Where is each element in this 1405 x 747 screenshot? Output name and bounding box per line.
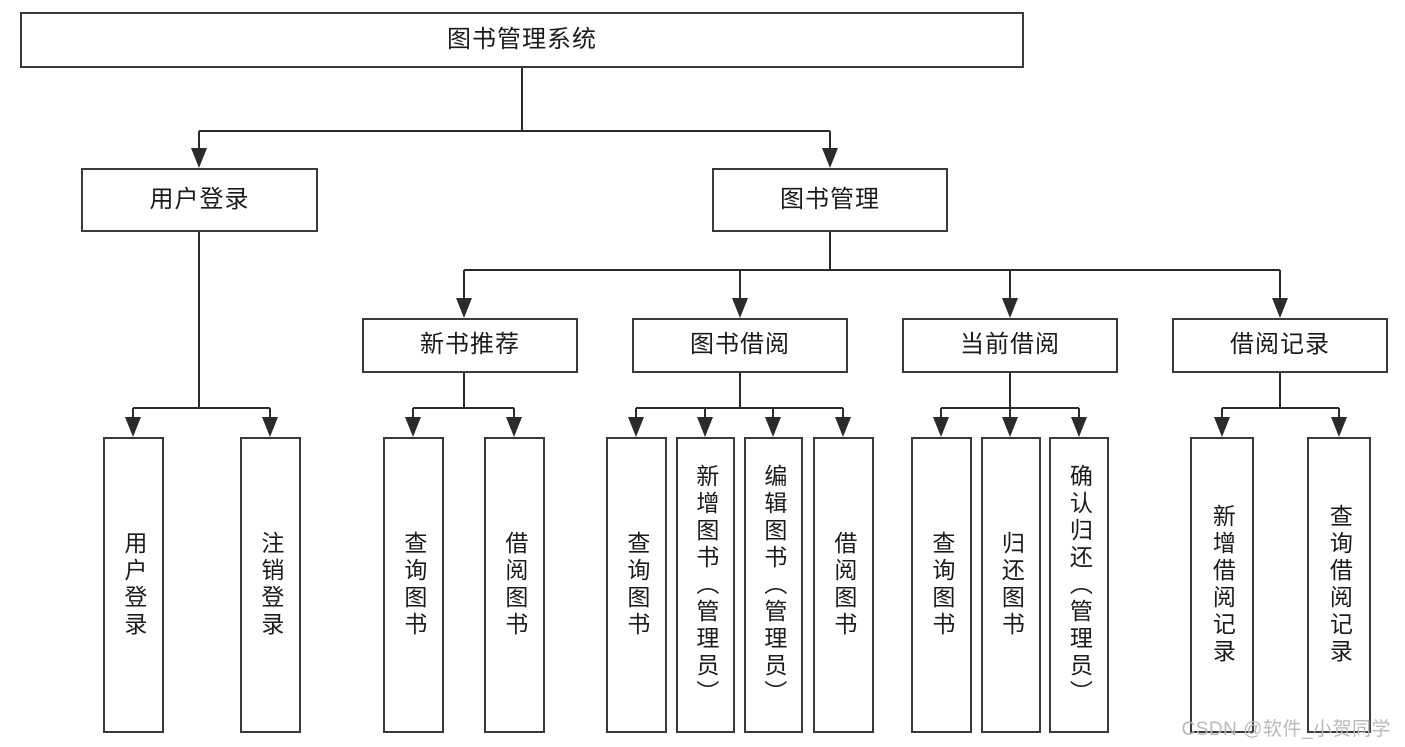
node-label: 当前借阅	[960, 331, 1060, 359]
arrowhead-book-borrow	[732, 298, 748, 318]
node-label: 用户登录	[120, 531, 147, 639]
node-leaf-confirm-return-admin[interactable]: 确认归还（管理员）	[1049, 437, 1109, 733]
node-root-book-management-system[interactable]: 图书管理系统	[20, 12, 1024, 68]
node-leaf-edit-book-admin[interactable]: 编辑图书（管理员）	[744, 437, 803, 733]
arrowhead-leaf-logout	[262, 417, 278, 437]
node-label: 查询图书	[928, 531, 955, 639]
node-label: 图书借阅	[690, 331, 790, 359]
node-leaf-logout[interactable]: 注销登录	[240, 437, 301, 733]
node-leaf-query-borrow-record[interactable]: 查询借阅记录	[1307, 437, 1371, 733]
node-label: 借阅图书	[501, 531, 528, 639]
node-label: 图书管理系统	[447, 25, 597, 53]
node-leaf-query-book-new-recommend[interactable]: 查询图书	[383, 437, 444, 733]
node-leaf-query-book-borrow[interactable]: 查询图书	[606, 437, 667, 733]
arrowhead-leaf-confirm-return	[1071, 417, 1087, 437]
node-book-borrow[interactable]: 图书借阅	[632, 318, 848, 373]
arrowhead-leaf-return-book	[1002, 417, 1018, 437]
node-leaf-add-book-admin[interactable]: 新增图书（管理员）	[676, 437, 735, 733]
arrowhead-leaf-query-record	[1331, 417, 1347, 437]
node-user-login[interactable]: 用户登录	[81, 168, 318, 232]
arrowhead-leaf-query-book-1	[405, 417, 421, 437]
arrowhead-borrow-record	[1272, 298, 1288, 318]
arrowhead-current-borrow	[1002, 298, 1018, 318]
arrowhead-new-book-recommend	[456, 298, 472, 318]
node-label: 借阅图书	[830, 531, 857, 639]
node-label: 图书管理	[780, 185, 880, 213]
node-label: 归还图书	[998, 531, 1025, 639]
arrowhead-leaf-user-login	[125, 417, 141, 437]
arrowhead-leaf-add-record	[1214, 417, 1230, 437]
node-leaf-query-book-current[interactable]: 查询图书	[911, 437, 972, 733]
node-label: 编辑图书（管理员）	[760, 463, 787, 707]
node-leaf-borrow-book-borrow[interactable]: 借阅图书	[813, 437, 874, 733]
arrowhead-leaf-edit-book	[765, 417, 781, 437]
node-label: 新书推荐	[420, 331, 520, 359]
node-label: 注销登录	[257, 531, 284, 639]
node-leaf-user-login[interactable]: 用户登录	[103, 437, 164, 733]
node-label: 确认归还（管理员）	[1066, 463, 1093, 707]
arrowhead-user-login	[191, 148, 207, 168]
node-book-management[interactable]: 图书管理	[712, 168, 948, 232]
arrowhead-leaf-borrow-book-1	[506, 417, 522, 437]
node-label: 查询图书	[400, 531, 427, 639]
arrowhead-leaf-borrow-book-2	[835, 417, 851, 437]
node-leaf-return-book[interactable]: 归还图书	[981, 437, 1041, 733]
node-borrow-record[interactable]: 借阅记录	[1172, 318, 1388, 373]
arrowhead-leaf-query-book-2	[628, 417, 644, 437]
arrowhead-leaf-add-book	[697, 417, 713, 437]
node-label: 查询借阅记录	[1326, 504, 1353, 666]
node-label: 新增借阅记录	[1209, 504, 1236, 666]
node-current-borrow[interactable]: 当前借阅	[902, 318, 1118, 373]
csdn-watermark: CSDN @软件_小贺同学	[1181, 719, 1391, 740]
node-leaf-add-borrow-record[interactable]: 新增借阅记录	[1190, 437, 1254, 733]
arrowhead-leaf-query-book-3	[933, 417, 949, 437]
node-label: 新增图书（管理员）	[692, 463, 719, 707]
node-new-book-recommend[interactable]: 新书推荐	[362, 318, 578, 373]
node-label: 查询图书	[623, 531, 650, 639]
node-label: 借阅记录	[1230, 331, 1330, 359]
arrowhead-book-management	[822, 148, 838, 168]
node-leaf-borrow-book-new-recommend[interactable]: 借阅图书	[484, 437, 545, 733]
node-label: 用户登录	[149, 185, 250, 213]
